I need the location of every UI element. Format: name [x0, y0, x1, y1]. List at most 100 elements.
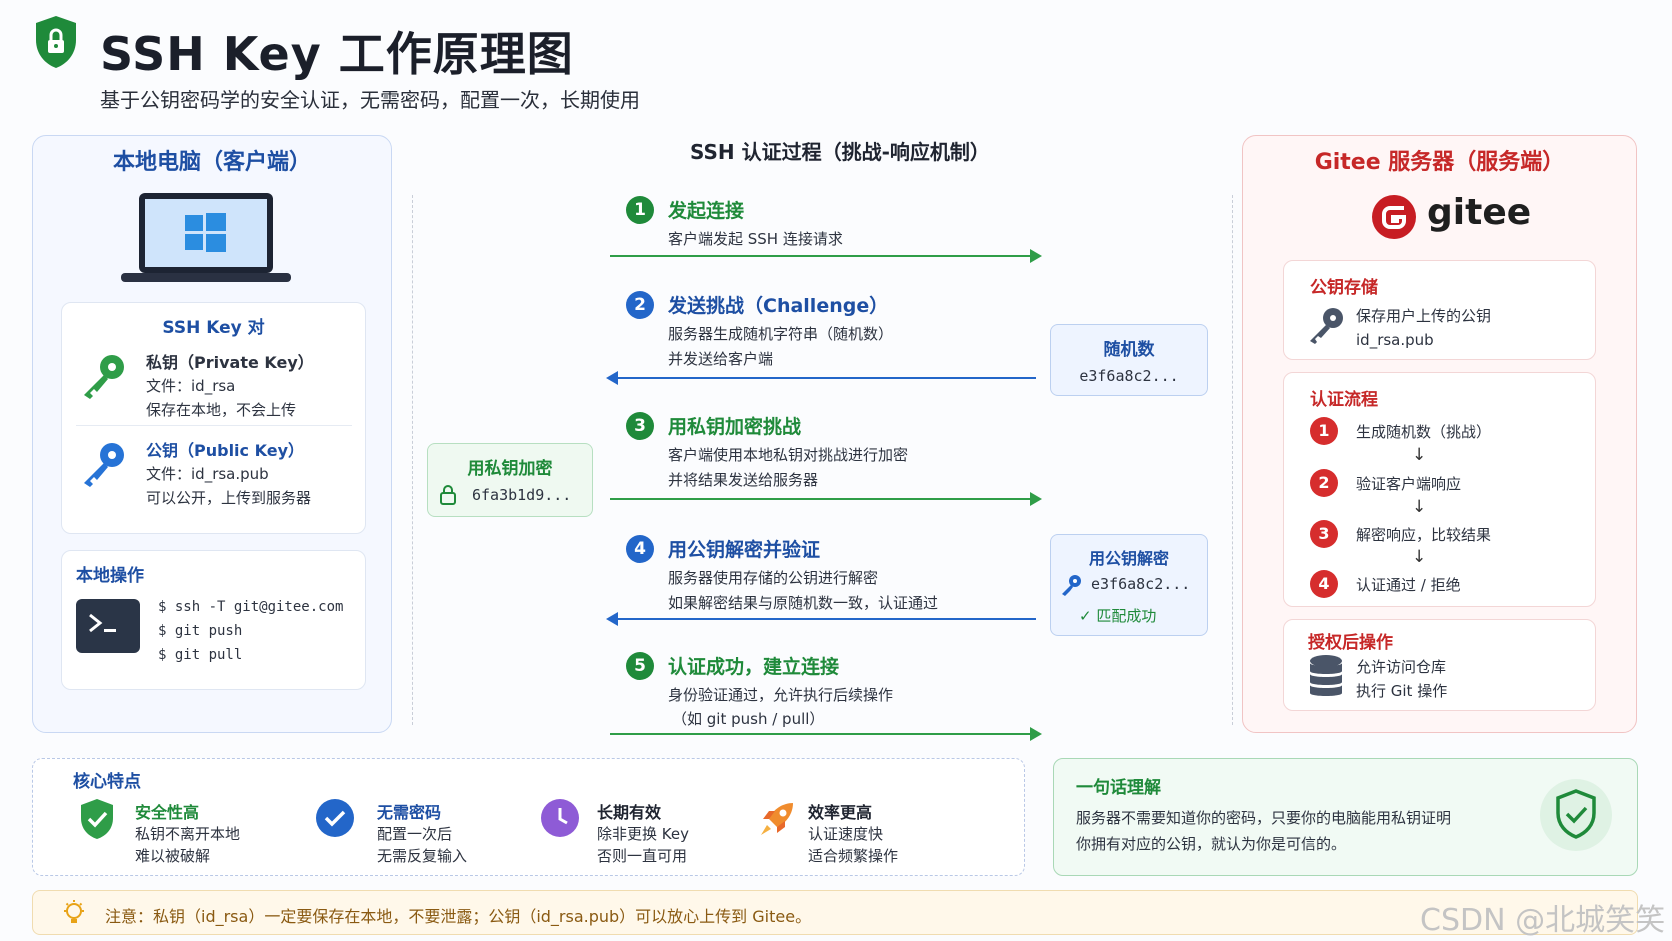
feature-1-line-2: 难以被破解	[135, 847, 211, 865]
step-4-title: 用公钥解密并验证	[668, 539, 821, 561]
feature-2-title: 无需密码	[377, 803, 442, 822]
feature-3-line-1: 除非更换 Key	[597, 825, 689, 843]
note-text: 注意：私钥（id_rsa）一定要保存在本地，不要泄露；公钥（id_rsa.pub…	[105, 907, 812, 926]
key-storage-line-1: 保存用户上传的公钥	[1356, 307, 1492, 325]
features-panel: 核心特点 安全性高 私钥不离开本地 难以被破解 无需密码 配置一次后 无需反复输…	[32, 758, 1025, 876]
summary-title: 一句话理解	[1076, 778, 1161, 798]
decrypt-tag-title: 用公钥解密	[1088, 549, 1169, 568]
random-number-value: e3f6a8c2...	[1079, 367, 1179, 385]
step-4-arrow	[606, 612, 1036, 626]
step-3-arrow	[610, 492, 1042, 506]
post-auth-title: 授权后操作	[1308, 633, 1393, 653]
auth-arrow-3: ↓	[1412, 547, 1427, 567]
public-key-file: 文件：id_rsa.pub	[146, 465, 269, 483]
clock-icon	[541, 799, 579, 837]
post-auth-line-1: 允许访问仓库	[1356, 658, 1447, 676]
step-2-number: 2	[626, 291, 654, 319]
feature-3-line-2: 否则一直可用	[597, 847, 688, 865]
terminal-icon	[76, 599, 140, 653]
step-2-line-1: 服务器生成随机字符串（随机数）	[668, 325, 894, 343]
summary-panel: 一句话理解 服务器不需要知道你的密码，只要你的电脑能用私钥证明 你拥有对应的公钥…	[1053, 758, 1638, 876]
header-shield-icon	[32, 14, 80, 70]
page-title: SSH Key 工作原理图	[100, 27, 574, 81]
watermark: CSDN @北城笑笑	[1420, 903, 1666, 938]
key-storage-card: 公钥存储 保存用户上传的公钥 id_rsa.pub	[1283, 260, 1596, 360]
feature-2-line-1: 配置一次后	[377, 825, 453, 843]
trust-shield-icon	[1540, 779, 1612, 851]
command-ssh: $ ssh -T git@gitee.com	[158, 599, 344, 615]
step-3-line-1: 客户端使用本地私钥对挑战进行加密	[668, 446, 909, 464]
step-4-line-1: 服务器使用存储的公钥进行解密	[668, 569, 879, 587]
step-5-line-2: （如 git push / pull）	[672, 710, 825, 728]
command-pull: $ git pull	[158, 647, 243, 663]
server-title: Gitee 服务器（服务端）	[1314, 150, 1565, 175]
feature-3-title: 长期有效	[597, 803, 662, 822]
post-auth-card: 授权后操作 允许访问仓库 执行 Git 操作	[1283, 619, 1596, 711]
features-title: 核心特点	[73, 772, 141, 792]
private-key-note: 保存在本地，不会上传	[146, 401, 297, 419]
encrypt-tag: 用私钥加密 6fa3b1d9...	[427, 443, 593, 517]
step-5-title: 认证成功，建立连接	[668, 656, 840, 678]
laptop-icon	[121, 191, 291, 286]
step-5-arrow	[610, 727, 1042, 741]
gitee-logo-icon	[1371, 194, 1417, 240]
step-1-arrow	[610, 249, 1042, 263]
feature-1-line-1: 私钥不离开本地	[135, 825, 241, 843]
step-2-arrow	[606, 371, 1036, 385]
auth-arrow-2: ↓	[1412, 497, 1427, 517]
flow-title: SSH 认证过程（挑战-响应机制）	[690, 140, 990, 164]
encrypt-tag-value: 6fa3b1d9...	[472, 486, 572, 504]
feature-4-title: 效率更高	[808, 803, 873, 822]
server-panel: Gitee 服务器（服务端） gitee 公钥存储 保存用户上传的公钥 id_r…	[1242, 135, 1637, 733]
local-ops-title: 本地操作	[76, 566, 144, 586]
step-1-line-1: 客户端发起 SSH 连接请求	[668, 230, 843, 248]
step-2-title: 发送挑战（Challenge）	[668, 295, 889, 317]
key-storage-line-2: id_rsa.pub	[1356, 331, 1434, 349]
decrypt-tag-result: ✓ 匹配成功	[1079, 607, 1157, 625]
step-4-line-2: 如果解密结果与原随机数一致，认证通过	[668, 594, 939, 612]
feature-4-line-2: 适合频繁操作	[808, 847, 899, 865]
feature-4-line-1: 认证速度快	[808, 825, 884, 843]
auth-flow-title: 认证流程	[1310, 390, 1378, 410]
rocket-icon	[757, 797, 799, 839]
page-subtitle: 基于公钥密码学的安全认证，无需密码，配置一次，长期使用	[100, 88, 640, 112]
auth-step-1-number: 1	[1310, 417, 1338, 445]
step-5-line-1: 身份验证通过，允许执行后续操作	[668, 686, 894, 704]
check-circle-icon	[316, 799, 354, 837]
public-key-name: 公钥（Public Key）	[146, 441, 304, 460]
lightbulb-icon	[61, 899, 87, 927]
shield-check-icon	[77, 797, 117, 841]
step-5-number: 5	[626, 652, 654, 680]
auth-step-2-number: 2	[1310, 469, 1338, 497]
step-3-line-2: 并将结果发送给服务器	[668, 471, 819, 489]
auth-step-1-label: 生成随机数（挑战）	[1356, 423, 1492, 441]
right-divider	[1232, 195, 1233, 725]
stored-key-icon	[1306, 305, 1346, 345]
public-key-note: 可以公开，上传到服务器	[146, 489, 312, 507]
auth-step-3-number: 3	[1310, 520, 1338, 548]
step-1-title: 发起连接	[668, 200, 745, 222]
public-key-icon	[78, 439, 128, 489]
local-ops-card: 本地操作 $ ssh -T git@gitee.com $ git push $…	[61, 550, 366, 690]
summary-line-1: 服务器不需要知道你的密码，只要你的电脑能用私钥证明	[1076, 809, 1452, 827]
lock-icon	[438, 484, 458, 506]
auth-arrow-1: ↓	[1412, 445, 1427, 465]
random-number-title: 随机数	[1103, 340, 1155, 360]
auth-step-4-number: 4	[1310, 570, 1338, 598]
command-push: $ git push	[158, 623, 243, 639]
encrypt-tag-title: 用私钥加密	[467, 459, 553, 479]
auth-step-3-label: 解密响应，比较结果	[1356, 526, 1492, 544]
step-3-number: 3	[626, 412, 654, 440]
random-number-tag: 随机数 e3f6a8c2...	[1050, 324, 1208, 396]
step-1-number: 1	[626, 196, 654, 224]
private-key-icon	[78, 351, 128, 401]
step-3-title: 用私钥加密挑战	[668, 416, 802, 438]
private-key-name: 私钥（Private Key）	[146, 353, 314, 372]
keypair-card: SSH Key 对 私钥（Private Key） 文件：id_rsa 保存在本…	[61, 302, 366, 534]
keypair-divider	[76, 425, 352, 426]
step-2-line-2: 并发送给客户端	[668, 350, 774, 368]
auth-flow-card: 认证流程 1 生成随机数（挑战） ↓ 2 验证客户端响应 ↓ 3 解密响应，比较…	[1283, 372, 1596, 607]
client-panel: 本地电脑（客户端） SSH Key 对 私钥（Private Key） 文件：i…	[32, 135, 392, 733]
post-auth-line-2: 执行 Git 操作	[1356, 682, 1448, 700]
keypair-title: SSH Key 对	[162, 318, 265, 338]
